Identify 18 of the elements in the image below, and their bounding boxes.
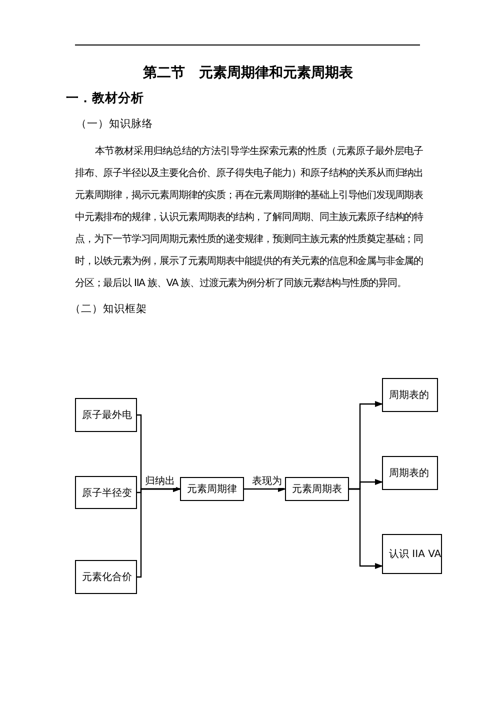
process-box: 元素周期表 — [285, 477, 349, 501]
title: 第二节 元素周期律和元素周期表 — [142, 64, 354, 82]
process-box: 元素化合价 — [75, 560, 137, 594]
edge-label: 表现为 — [251, 474, 283, 488]
process-box: 原子最外电 — [75, 398, 137, 432]
process-box: 原子半径变 — [75, 476, 137, 509]
process-box: 认识 IIA VA — [382, 534, 442, 574]
edge-label: 归纳出 — [144, 474, 176, 488]
arrow — [349, 488, 383, 569]
process-box: 周期表的 — [382, 378, 438, 412]
section-heading: 一．教材分析 — [66, 90, 144, 107]
subheading: （二）知识框架 — [70, 302, 147, 316]
subheading: （一）知识脉络 — [76, 117, 153, 131]
process-box: 元素周期律 — [180, 477, 244, 501]
paragraph: 本节教材采用归纳总结的方法引导学生探索元素的性质（元素原子最外层电子排布、原子半径以及主要化合价、原子得失电子能力）和原子结构的关系从而归纳出元素周期律，揭示元素周期律的实质；再在元素周期律的基础上引导他们发现周期表中元素排布的规律，认识元素周期表的结构，了解同周期、同主族元素原子结构的特点，为下一节学习同周期元素性质的递变规律，预测同主族元素的性质奠定基础；同时，以铁元素为例，展示了元素周期表中能提供的有关元素的信息和金属与非金属的分区；最后以 IIA 族、VA 族、过渡元素为例分析了同族元素结构与性质的异同。 — [75, 144, 423, 291]
arrow — [244, 486, 286, 492]
process-box: 周期表的 — [382, 456, 438, 490]
arrow — [137, 486, 181, 578]
